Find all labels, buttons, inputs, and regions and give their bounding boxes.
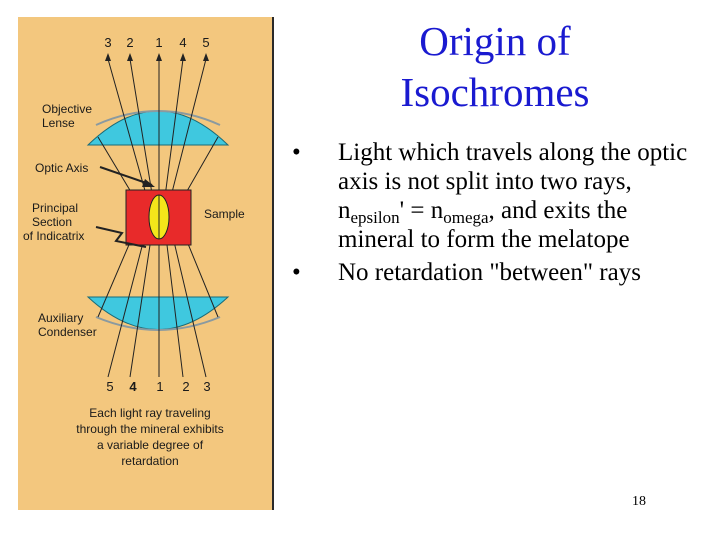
conoscopic-figure: 3 2 1 4 5	[18, 17, 274, 510]
objective-lens	[86, 110, 230, 146]
slide-title: Origin of Isochromes	[380, 16, 610, 118]
objective-label: Lense	[42, 116, 75, 130]
sample-label: Sample	[204, 207, 245, 221]
ray-diagram: 3 2 1 4 5	[23, 35, 245, 468]
bottom-ray-number: 5	[106, 379, 113, 394]
bullet-item: • Light which travels along the optic ax…	[292, 138, 702, 254]
top-ray-number: 2	[126, 35, 133, 50]
bottom-ray-number: 3	[203, 379, 210, 394]
bottom-ray-number: 4	[129, 379, 137, 394]
bullet-text: Light which travels along the optic axis…	[338, 139, 688, 253]
top-ray-number: 1	[155, 35, 162, 50]
optic-axis-label: Optic Axis	[35, 161, 88, 175]
principal-section-label: of Indicatrix	[23, 229, 84, 243]
top-ray-number: 4	[179, 35, 186, 50]
figure-caption-line: retardation	[121, 454, 178, 468]
slide-title-line: Origin of	[419, 18, 571, 64]
principal-section-label: Principal	[32, 201, 78, 215]
bullet-marker: •	[292, 259, 301, 286]
ray-arrowheads	[105, 53, 209, 61]
subscript-epsilon: epsilon	[350, 208, 400, 227]
bullet-text: No retardation "between" rays	[338, 259, 641, 286]
slide-title-line: Isochromes	[400, 69, 590, 115]
objective-lens-inner-arc	[95, 110, 221, 126]
objective-label: Objective	[42, 102, 92, 116]
top-ray-number: 5	[202, 35, 209, 50]
figure-caption-line: Each light ray traveling	[89, 406, 210, 420]
principal-section-label: Section	[32, 215, 72, 229]
subscript-omega: omega	[443, 208, 489, 227]
condenser-inner-arc	[95, 316, 221, 331]
figure-caption-line: a variable degree of	[97, 438, 204, 452]
bullet-marker: •	[292, 139, 301, 166]
bullet-list: • Light which travels along the optic ax…	[292, 138, 702, 287]
figure-caption-line: through the mineral exhibits	[76, 422, 223, 436]
bottom-ray-number: 2	[182, 379, 189, 394]
auxiliary-condenser	[86, 296, 230, 330]
slide-number: 18	[632, 494, 646, 509]
top-ray-number: 3	[104, 35, 111, 50]
condenser-label: Auxiliary	[38, 311, 83, 325]
bullet-item: • No retardation "between" rays	[292, 258, 702, 287]
bottom-ray-number: 1	[156, 379, 163, 394]
condenser-label: Condenser	[38, 325, 97, 339]
